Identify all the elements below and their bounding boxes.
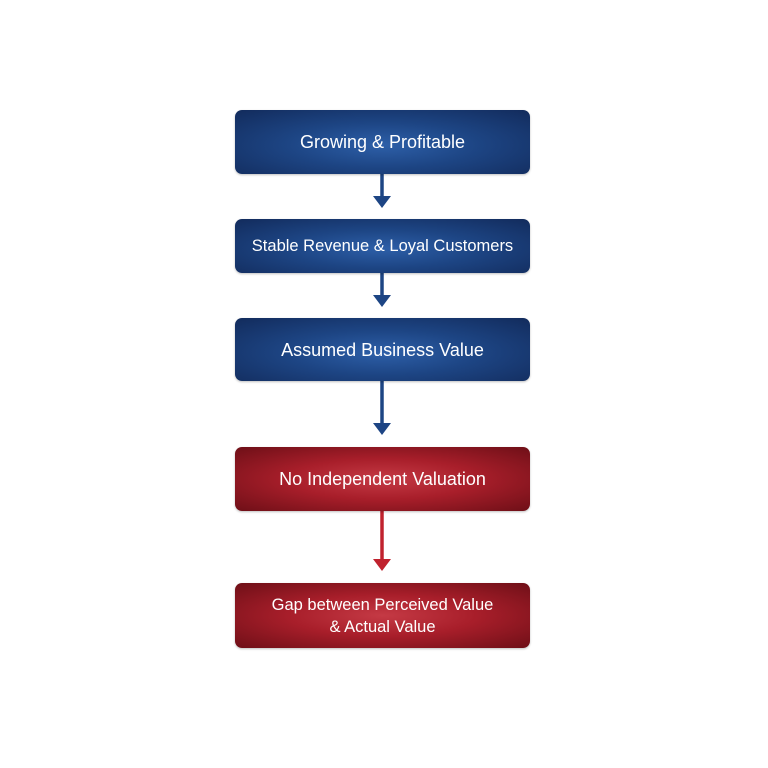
step-stable-revenue: Stable Revenue & Loyal Customers [235, 219, 530, 273]
arrow-3 [373, 381, 391, 435]
arrow-4 [373, 511, 391, 571]
step-no-independent-valuation: No Independent Valuation [235, 447, 530, 511]
step-label: Gap between Perceived Value & Actual Val… [271, 595, 494, 636]
step-assumed-business-value: Assumed Business Value [235, 318, 530, 381]
step-growing-profitable: Growing & Profitable [235, 110, 530, 174]
step-label: No Independent Valuation [279, 469, 486, 489]
step-label: Stable Revenue & Loyal Customers [251, 237, 514, 255]
arrow-2 [373, 273, 391, 307]
step-label: Assumed Business Value [281, 339, 484, 360]
step-value-gap: Gap between Perceived Value & Actual Val… [235, 583, 530, 648]
step-label: Growing & Profitable [299, 132, 466, 152]
arrow-1 [373, 174, 391, 208]
